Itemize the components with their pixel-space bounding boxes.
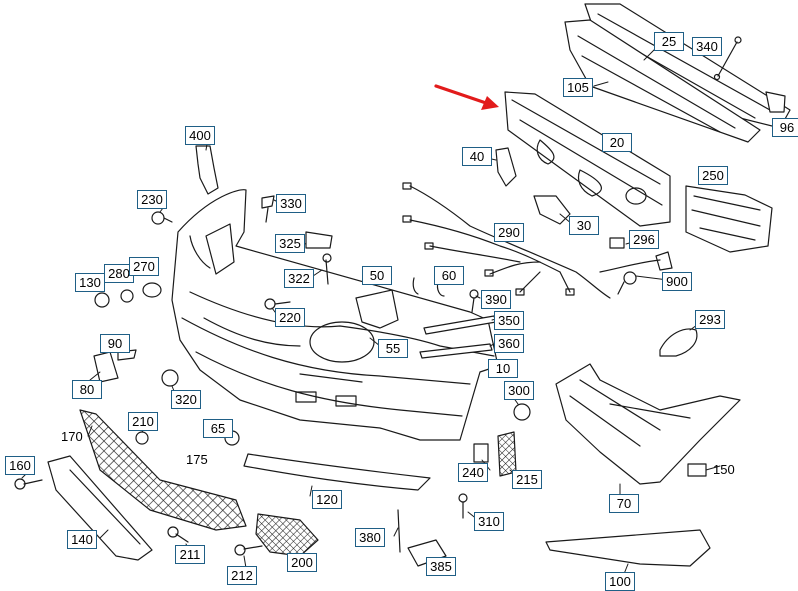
bracket-400 [195, 145, 219, 195]
callout-80: 80 [72, 380, 102, 399]
impact-absorber [504, 91, 671, 227]
callout-120: 120 [312, 490, 342, 509]
callout-60: 60 [434, 266, 464, 285]
callout-130: 130 [75, 273, 105, 292]
callout-211: 211 [175, 545, 205, 564]
block-150 [687, 463, 707, 477]
callout-290: 290 [494, 223, 524, 242]
clip-96 [765, 91, 786, 113]
callout-20: 20 [602, 133, 632, 152]
bolt-340 [713, 36, 742, 81]
fasteners-upper [94, 195, 479, 313]
callout-310: 310 [474, 512, 504, 531]
license-bracket-140 [47, 455, 153, 561]
wiring-harness [402, 182, 661, 299]
callout-105: 105 [563, 78, 593, 97]
part-240 [473, 443, 489, 463]
callout-25: 25 [654, 32, 684, 51]
callout-140: 140 [67, 530, 97, 549]
callout-90: 90 [100, 334, 130, 353]
clip-320 [161, 369, 179, 387]
strip-360 [419, 343, 493, 359]
callout-160: 160 [5, 456, 35, 475]
part-40 [495, 147, 517, 187]
callout-50: 50 [362, 266, 392, 285]
callout-10: 10 [488, 359, 518, 378]
callout-385: 385 [426, 557, 456, 576]
part-90 [117, 349, 137, 361]
bumper-cover [171, 189, 499, 441]
callout-212: 212 [227, 566, 257, 585]
callout-215: 215 [512, 470, 542, 489]
screw-160 [14, 478, 43, 490]
callout-250: 250 [698, 166, 728, 185]
callout-390: 390 [481, 290, 511, 309]
callout-200: 200 [287, 553, 317, 572]
callout-230: 230 [137, 190, 167, 209]
callout-210: 210 [128, 412, 158, 431]
callout-380: 380 [355, 528, 385, 547]
callout-170: 170 [61, 429, 83, 444]
callout-65: 65 [203, 419, 233, 438]
callout-300: 300 [504, 381, 534, 400]
callout-96: 96 [772, 118, 798, 137]
callout-320: 320 [171, 390, 201, 409]
callout-296: 296 [629, 230, 659, 249]
callout-40: 40 [462, 147, 492, 166]
callout-293: 293 [695, 310, 725, 329]
clip-300 [513, 403, 531, 421]
highlight-arrow [434, 84, 499, 110]
callout-325: 325 [275, 234, 305, 253]
callout-150: 150 [713, 462, 735, 477]
callout-322: 322 [284, 269, 314, 288]
callout-30: 30 [569, 216, 599, 235]
lower-spoiler-100 [545, 529, 711, 567]
grille-200 [255, 513, 319, 557]
upper-reinforcement-bar [564, 3, 791, 143]
callout-70: 70 [609, 494, 639, 513]
lower-grille-170 [79, 409, 247, 531]
trim-strip-120 [243, 453, 431, 491]
sensor-296 [609, 237, 673, 295]
strap-293 [659, 328, 698, 357]
clip-210 [135, 431, 149, 445]
callout-350: 350 [494, 311, 524, 330]
callout-100: 100 [605, 572, 635, 591]
callout-220: 220 [275, 308, 305, 327]
bracket-250 [685, 185, 773, 253]
callout-340: 340 [692, 37, 722, 56]
part-30 [533, 195, 571, 225]
callout-400: 400 [185, 126, 215, 145]
callout-900: 900 [662, 272, 692, 291]
callout-280: 280 [104, 264, 134, 283]
callout-330: 330 [276, 194, 306, 213]
callout-360: 360 [494, 334, 524, 353]
screws-lower [167, 493, 468, 567]
callout-240: 240 [458, 463, 488, 482]
part-80 [93, 351, 119, 383]
callout-175: 175 [186, 452, 208, 467]
bracket-50 [355, 277, 445, 329]
callout-55: 55 [378, 339, 408, 358]
callout-270: 270 [129, 257, 159, 276]
side-bracket-70 [555, 363, 741, 485]
